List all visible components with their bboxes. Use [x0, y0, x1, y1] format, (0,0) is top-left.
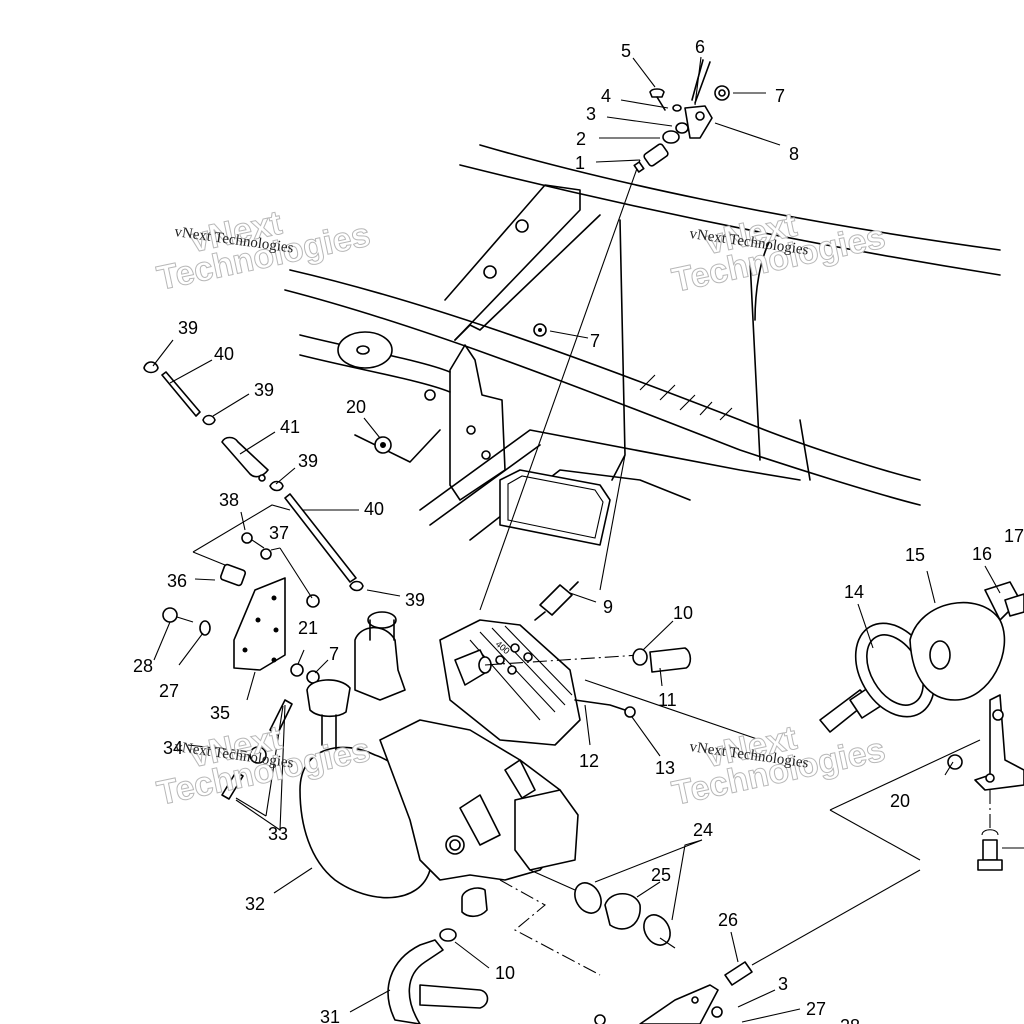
callout-27-bottom: 27 — [806, 999, 826, 1019]
intake-boot-assembly — [529, 869, 676, 949]
callout-3-bottom: 3 — [778, 974, 788, 994]
callout-35: 35 — [210, 703, 230, 723]
callout-7-mount: 7 — [329, 644, 339, 664]
callout-4: 4 — [601, 86, 611, 106]
callout-17: 17 — [1004, 526, 1024, 546]
callout-39-d: 39 — [405, 590, 425, 610]
callout-10-upper: 10 — [673, 603, 693, 623]
coolant-hose — [387, 879, 601, 1024]
callout-16: 16 — [972, 544, 992, 564]
callout-13: 13 — [655, 758, 675, 778]
nut-20-frame — [354, 429, 441, 463]
callout-31: 31 — [320, 1007, 340, 1024]
chassis-frame — [284, 144, 1001, 611]
callout-20-right: 20 — [890, 791, 910, 811]
callout-8: 8 — [789, 144, 799, 164]
callout-40-a: 40 — [214, 344, 234, 364]
callout-10-lower: 10 — [495, 963, 515, 983]
callout-7-frame: 7 — [590, 331, 600, 351]
callout-28-left: 28 — [133, 656, 153, 676]
ground-wire — [574, 679, 761, 741]
callout-37: 37 — [269, 523, 289, 543]
callout-1: 1 — [575, 153, 585, 173]
callout-24: 24 — [693, 820, 713, 840]
watermark-top-right: vNext Technologies vNext Technologies — [668, 205, 889, 300]
callout-12: 12 — [579, 751, 599, 771]
callout-2: 2 — [576, 129, 586, 149]
callout-14: 14 — [844, 582, 864, 602]
callout-39-b: 39 — [254, 380, 274, 400]
callout-6: 6 — [695, 37, 705, 57]
plug-cap — [484, 647, 692, 673]
callout-9: 9 — [603, 597, 613, 617]
callout-labels: 5 6 7 4 3 2 1 8 7 39 40 39 41 39 40 39 2… — [133, 37, 1024, 1024]
watermark-bottom-right: vNext Technologies vNext Technologies — [668, 718, 889, 813]
engine-bracket-right — [829, 694, 1024, 871]
drive-clutch-assembly — [819, 581, 1024, 733]
callout-21: 21 — [298, 618, 318, 638]
callout-11: 11 — [658, 690, 677, 710]
callout-7-top: 7 — [775, 86, 785, 106]
callout-38: 38 — [219, 490, 239, 510]
callout-5: 5 — [621, 41, 631, 61]
callout-36: 36 — [167, 571, 187, 591]
leader-lines — [152, 56, 1001, 1023]
watermark-top-left: vNext Technologies vNext Technologies — [153, 203, 374, 298]
callout-39-c: 39 — [298, 451, 318, 471]
callout-3-top: 3 — [586, 104, 596, 124]
callout-15: 15 — [905, 545, 925, 565]
nut-7-frame — [533, 323, 547, 337]
callout-39-a: 39 — [178, 318, 198, 338]
bottom-bracket — [594, 869, 921, 1024]
fuel-line-assembly — [143, 361, 364, 592]
callout-20-frame: 20 — [346, 397, 366, 417]
callout-40-b: 40 — [364, 499, 384, 519]
callout-27-left: 27 — [159, 681, 179, 701]
callout-33: 33 — [268, 824, 288, 844]
watermark-outline-1: vNext — [187, 204, 285, 260]
callout-41: 41 — [280, 417, 300, 437]
callout-28-bottom: 28 — [840, 1016, 860, 1024]
engine: 400 — [299, 611, 581, 918]
callout-25: 25 — [651, 865, 671, 885]
callout-34: 34 — [163, 738, 183, 758]
spark-plug — [534, 581, 579, 621]
callout-26: 26 — [718, 910, 738, 930]
top-hardware — [633, 59, 730, 173]
callout-32: 32 — [245, 894, 265, 914]
engine-mount-plate — [162, 504, 320, 684]
